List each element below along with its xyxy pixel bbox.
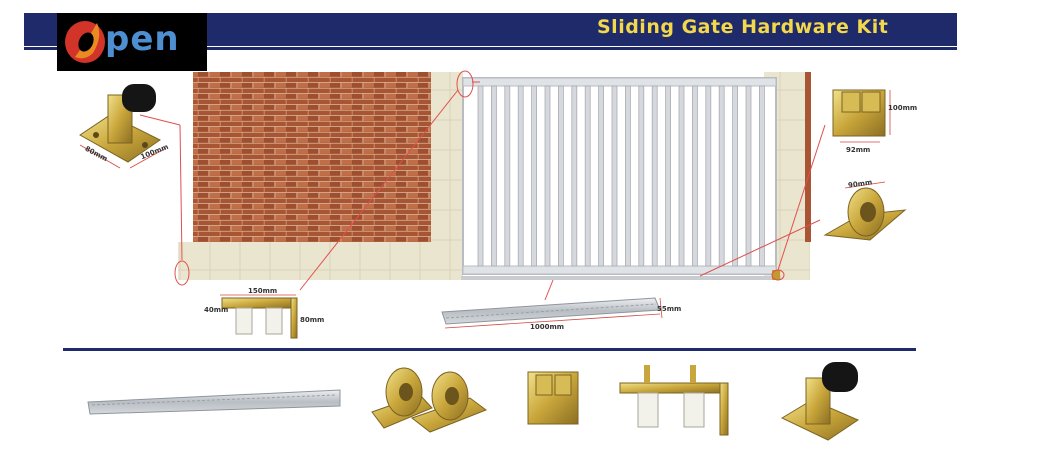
rack-height-label: 55mm xyxy=(657,305,682,313)
product-gate-stopper xyxy=(780,362,860,441)
product-guide-bracket xyxy=(527,371,579,425)
callout-lines xyxy=(139,70,826,301)
gate-bar xyxy=(558,85,564,267)
roller-height-right-label: 80mm xyxy=(300,316,325,324)
brick-wall xyxy=(178,72,811,280)
gate-bar xyxy=(490,85,497,267)
guide-width-label: 92mm xyxy=(846,146,871,154)
gate-bar xyxy=(651,85,658,267)
roller-height-left-label: 40mm xyxy=(204,306,229,314)
v-wheel-illustration xyxy=(823,181,907,241)
brand-logo: pen xyxy=(57,13,207,71)
sliding-gate xyxy=(461,77,781,280)
gate-bar xyxy=(544,85,551,267)
header-underline xyxy=(24,47,957,50)
gate-bar xyxy=(625,85,631,267)
roller-length-label: 150mm xyxy=(248,287,278,295)
top-guide-illustration xyxy=(832,89,891,143)
section-divider xyxy=(63,348,916,351)
gate-bar xyxy=(517,85,524,267)
product-rack xyxy=(87,389,341,415)
gate-bar xyxy=(504,85,511,267)
gate-bar xyxy=(692,85,698,267)
logo-text: pen xyxy=(105,19,180,59)
gate-bar xyxy=(745,85,752,267)
product-wheels xyxy=(371,367,488,433)
gate-bar xyxy=(531,85,537,267)
gate-bar xyxy=(759,85,765,267)
gate-bar xyxy=(718,85,725,267)
gate-bar xyxy=(732,85,738,267)
gate-bar xyxy=(477,85,484,267)
guide-height-label: 100mm xyxy=(888,104,918,112)
page-title: Sliding Gate Hardware Kit xyxy=(597,16,889,38)
gate-stopper-illustration xyxy=(79,84,167,169)
gate-bar xyxy=(611,85,618,267)
gate-bar xyxy=(584,85,591,267)
gate-bar xyxy=(598,85,604,267)
guide-roller-illustration xyxy=(220,294,298,339)
gear-rack-illustration xyxy=(441,297,663,329)
gate-bar xyxy=(665,85,671,267)
product-guide-rollers xyxy=(619,365,729,436)
gate-bar xyxy=(571,85,578,267)
gate-bar xyxy=(638,85,645,267)
gate-bar xyxy=(705,85,712,267)
gate-bar xyxy=(678,85,685,267)
logo-mark-icon xyxy=(65,21,105,63)
rack-length-label: 1000mm xyxy=(530,323,565,331)
